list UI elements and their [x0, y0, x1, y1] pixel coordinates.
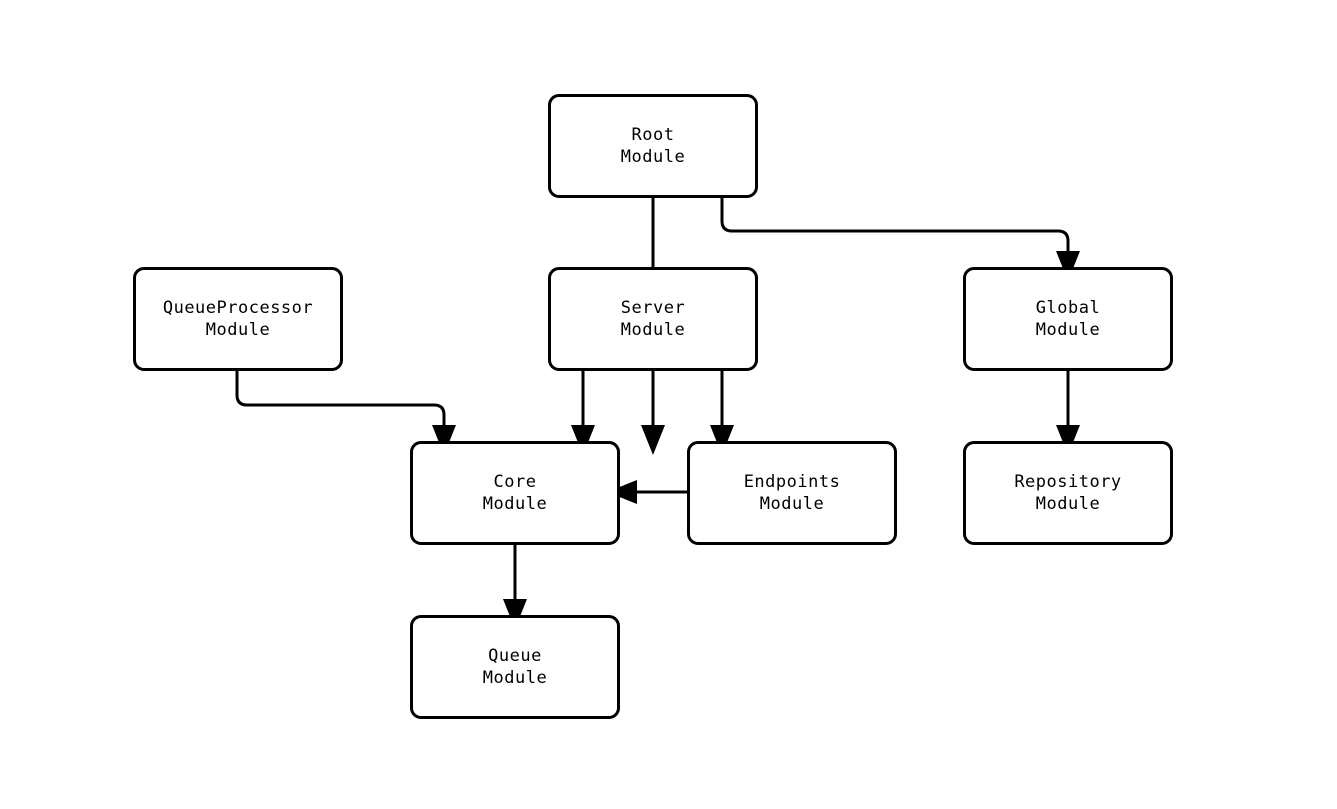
node-endpoints-subtitle: Module	[759, 494, 825, 514]
node-queue-title: Queue	[488, 646, 542, 666]
node-queue[interactable]: Queue Module	[410, 615, 620, 719]
node-server-subtitle: Module	[620, 320, 686, 340]
node-core-title: Core	[493, 472, 537, 492]
node-root[interactable]: Root Module	[548, 94, 758, 198]
node-endpoints[interactable]: Endpoints Module	[687, 441, 897, 545]
node-root-title: Root	[631, 125, 675, 145]
node-queue-subtitle: Module	[482, 668, 548, 688]
node-server[interactable]: Server Module	[548, 267, 758, 371]
node-core-subtitle: Module	[482, 494, 548, 514]
edge-root-global	[720, 197, 1080, 281]
node-repository-subtitle: Module	[1035, 494, 1101, 514]
node-global[interactable]: Global Module	[963, 267, 1173, 371]
node-repository[interactable]: Repository Module	[963, 441, 1173, 545]
node-repository-title: Repository	[1014, 472, 1122, 492]
edge-queueprocessor-core	[235, 371, 456, 455]
node-queueprocessor-subtitle: Module	[205, 320, 271, 340]
node-endpoints-title: Endpoints	[743, 472, 841, 492]
node-server-title: Server	[620, 298, 686, 318]
node-root-subtitle: Module	[620, 147, 686, 167]
node-core[interactable]: Core Module	[410, 441, 620, 545]
node-global-title: Global	[1035, 298, 1101, 318]
node-queueprocessor[interactable]: QueueProcessor Module	[133, 267, 343, 371]
node-queueprocessor-title: QueueProcessor	[162, 298, 314, 318]
node-global-subtitle: Module	[1035, 320, 1101, 340]
